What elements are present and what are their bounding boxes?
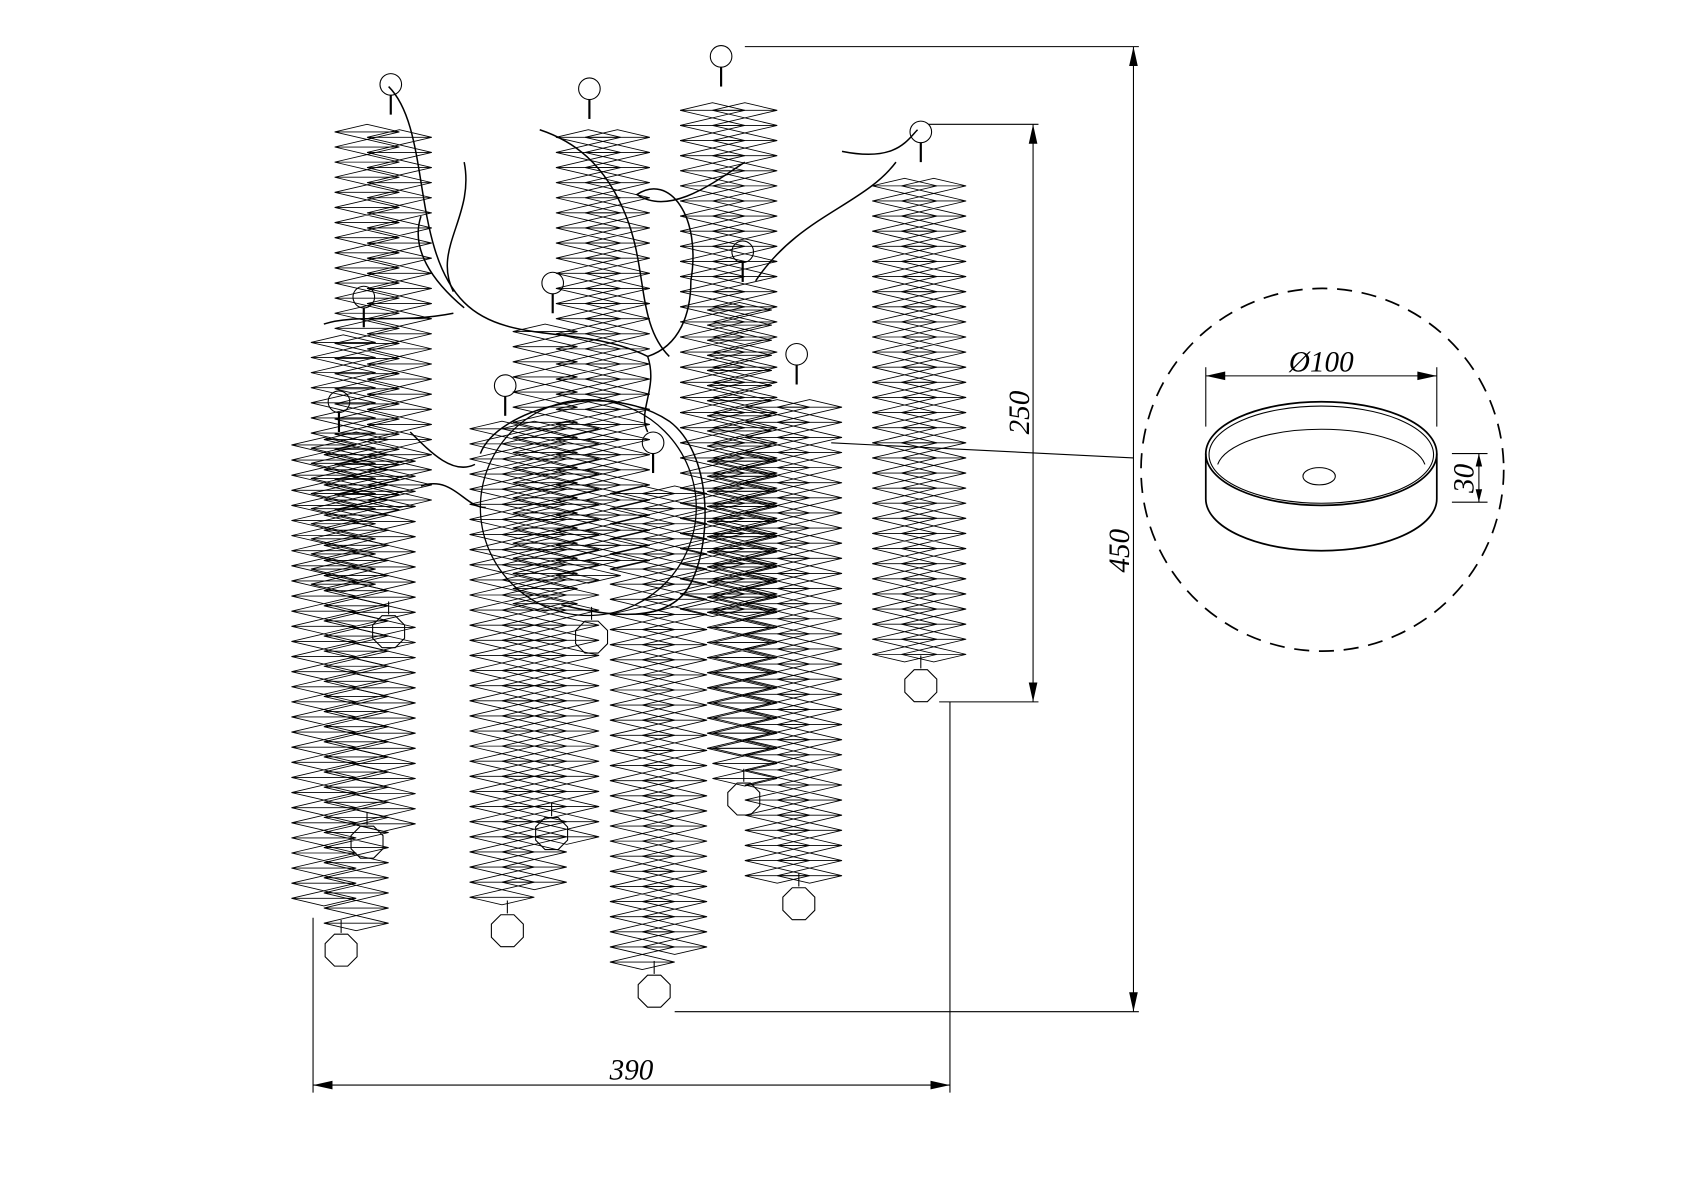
detail-circle (1140, 287, 1505, 652)
chandelier-fixture (291, 45, 967, 1008)
canopy-height-label: 30 (1449, 463, 1481, 494)
crystal-strand (777, 399, 843, 884)
crystal-strand (679, 102, 745, 618)
height-dimension-label: 450 (1104, 528, 1136, 572)
octagon-pendant (727, 782, 761, 816)
crystal-strand (712, 102, 778, 618)
branch (841, 129, 919, 156)
height-dimension: 450 (674, 46, 1139, 1013)
branch (446, 161, 467, 293)
crystal-strand (642, 485, 708, 955)
octagon-pendant (372, 615, 406, 649)
hook-ring (578, 77, 601, 101)
crystal-strand (872, 177, 938, 663)
octagon-pendant (490, 914, 524, 948)
branch (539, 129, 670, 357)
canopy-cylinder (1204, 400, 1438, 552)
hook-ring (641, 431, 665, 455)
octagon-pendant (535, 817, 569, 851)
octagon-pendant (782, 887, 816, 921)
hook-ring (379, 73, 403, 96)
crystal-strand (469, 420, 535, 906)
octagon-pendant (904, 669, 938, 703)
strand-length-dimension-label: 250 (1004, 390, 1036, 434)
canopy-hole (1302, 467, 1336, 486)
canopy-diameter-dimension: Ø100 (1205, 347, 1438, 427)
octagon-pendant (575, 620, 609, 654)
octagon-pendant (350, 825, 384, 859)
branch (417, 215, 465, 309)
hook-ring (493, 374, 517, 397)
crystal-strand (366, 129, 432, 509)
crystal-strand (534, 420, 600, 845)
crystal-strand (334, 123, 400, 518)
crystal-strand (712, 453, 778, 787)
hook-ring (785, 342, 808, 366)
crystal-strand (584, 129, 650, 569)
canopy-outline (479, 398, 697, 617)
width-dimension-label: 390 (609, 1055, 654, 1087)
canopy-height-dimension: 30 (1449, 453, 1488, 503)
crystal-strand (901, 177, 967, 663)
canopy-diameter-label: Ø100 (1288, 347, 1354, 379)
octagon-pendant (637, 974, 671, 1008)
branch (755, 161, 897, 282)
canopy-detail: Ø100 30 (831, 287, 1505, 652)
octagon-pendant (324, 933, 358, 967)
hook-ring (541, 271, 565, 295)
crystal-strand (512, 323, 578, 612)
branch (409, 431, 476, 468)
hook-ring (709, 45, 733, 68)
strand-length-dimension: 250 (928, 123, 1039, 703)
width-dimension: 390 (312, 701, 951, 1093)
crystal-strand (350, 453, 416, 832)
